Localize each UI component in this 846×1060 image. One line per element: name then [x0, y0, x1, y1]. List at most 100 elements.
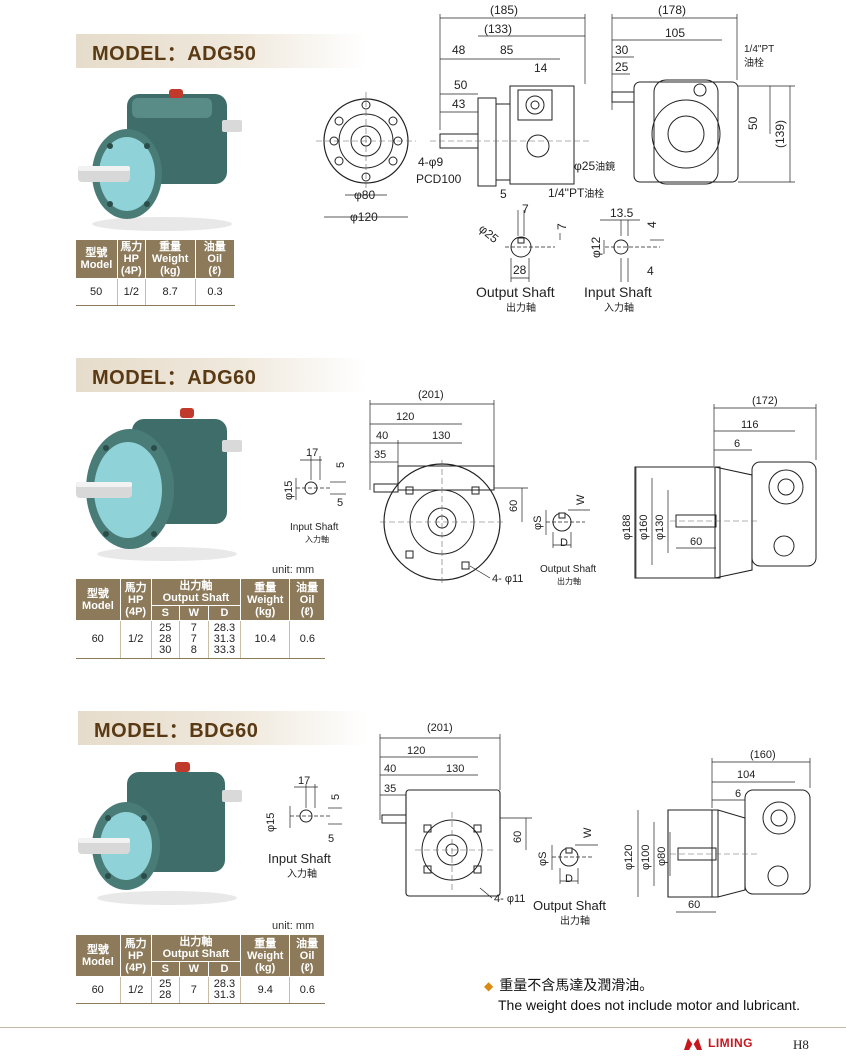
- dim-40: 40: [376, 430, 388, 442]
- dim-out-w: W: [582, 827, 594, 838]
- dim-in-17: 17: [306, 447, 318, 459]
- dim-60b: 60: [690, 536, 702, 548]
- gearbox-photo-adg50: [78, 89, 242, 231]
- dim-30: 30: [615, 43, 629, 57]
- dim-48: 48: [452, 43, 466, 57]
- model-title-adg50: MODEL：ADG50: [76, 34, 366, 68]
- dim-out-s: φS: [537, 852, 549, 866]
- dim-178: (178): [658, 3, 686, 17]
- dim-116: 116: [741, 419, 759, 431]
- dim-out-7b: 7: [555, 223, 569, 230]
- input-shaft-label-cn: 入力軸: [305, 534, 329, 544]
- dim-40: 40: [384, 763, 396, 775]
- brand-name: LIMING: [708, 1036, 753, 1050]
- weight-note-en: The weight does not include motor and lu…: [498, 997, 800, 1013]
- diamond-icon: ◆: [484, 979, 494, 993]
- page-number: H8: [793, 1037, 809, 1052]
- dim-50: 50: [454, 78, 468, 92]
- dim-dia100: φ100: [640, 845, 652, 871]
- output-shaft-label-cn: 出力軸: [506, 301, 536, 314]
- output-shaft-label-cn: 出力軸: [560, 914, 590, 927]
- output-shaft-label-cn: 出力軸: [557, 576, 581, 586]
- dim-in-5a: 5: [335, 462, 347, 468]
- dim-60: 60: [508, 500, 520, 512]
- dim-60: 60: [512, 831, 524, 843]
- dim-201: (201): [427, 722, 453, 734]
- input-shaft-label-cn: 入力軸: [287, 867, 317, 880]
- dim-dia120: φ120: [350, 210, 378, 224]
- dim-oil-plug: 1/4"PT油栓: [548, 186, 604, 200]
- dim-139: (139): [773, 120, 787, 148]
- dim-201: (201): [418, 389, 444, 401]
- dim-dia188: φ188: [621, 515, 633, 541]
- dim-120: 120: [407, 745, 425, 757]
- gearbox-photo-adg60: [76, 408, 242, 561]
- col-s: S: [150, 961, 181, 977]
- input-shaft-label-cn: 入力軸: [604, 301, 634, 314]
- output-shaft-label: Output Shaft: [476, 284, 555, 300]
- dim-out-d: D: [560, 537, 568, 549]
- dim-in-5b: 5: [328, 833, 334, 845]
- dim-dia120: φ120: [623, 845, 635, 871]
- col-d: D: [207, 605, 242, 621]
- dim-85: 85: [500, 43, 514, 57]
- drawing-bdg60: 17 5 φ15 5 Input Shaft 入力軸 (201) 120 40 …: [265, 722, 811, 927]
- dim-out-28: 28: [513, 263, 527, 277]
- col-s: S: [150, 605, 181, 621]
- unit-label-adg60: unit: mm: [272, 564, 315, 576]
- dim-6: 6: [735, 788, 741, 800]
- dim-dia130: φ130: [654, 515, 666, 541]
- model-title-adg60: MODEL：ADG60: [76, 358, 366, 392]
- dim-out-7a: 7: [522, 202, 529, 216]
- col-w: W: [179, 605, 209, 621]
- dim-in-dia: φ15: [265, 813, 277, 832]
- dim-35: 35: [374, 449, 386, 461]
- dim-43: 43: [452, 97, 466, 111]
- dim-in-4b: 4: [647, 264, 654, 278]
- dim-dia80: φ80: [354, 188, 375, 202]
- dim-pcd: PCD100: [416, 172, 462, 186]
- drawing-adg50: φ80 φ120 4-φ9 PCD100 (185) (133) 48 85 1…: [316, 3, 795, 314]
- dim-105: 105: [665, 26, 685, 40]
- dim-pt-top: 1/4"PT: [744, 44, 774, 55]
- col-d: D: [207, 961, 242, 977]
- dim-35: 35: [384, 783, 396, 795]
- dim-185: (185): [490, 3, 518, 17]
- output-shaft-label: Output Shaft: [540, 564, 596, 575]
- dim-out-s: φS: [532, 516, 544, 530]
- liming-logo-icon: [684, 1038, 702, 1050]
- dim-50-right: 50: [746, 116, 760, 130]
- output-shaft-label: Output Shaft: [533, 898, 606, 913]
- dim-130: 130: [432, 430, 450, 442]
- dim-holes: 4- φ11: [494, 893, 525, 905]
- brand-logo: LIMING: [682, 1034, 753, 1052]
- input-shaft-label: Input Shaft: [290, 522, 339, 533]
- dim-133: (133): [484, 22, 512, 36]
- dim-out-d: D: [565, 873, 573, 885]
- dim-5: 5: [500, 187, 507, 201]
- input-shaft-label: Input Shaft: [268, 851, 331, 866]
- dim-in-135: 13.5: [610, 206, 634, 220]
- footer-divider: [0, 1027, 846, 1028]
- dim-172: (172): [752, 395, 778, 407]
- dim-holes: 4-φ9: [418, 155, 443, 169]
- dim-out-w: W: [575, 494, 587, 505]
- dim-holes: 4- φ11: [492, 573, 523, 585]
- dim-14: 14: [534, 61, 548, 75]
- dim-in-17: 17: [298, 775, 310, 787]
- dim-104: 104: [737, 769, 755, 781]
- drawing-adg60: 17 5 φ15 5 Input Shaft 入力軸 (201) 120 40 …: [283, 389, 817, 586]
- table-row: 50 1/2 8.7 0.3: [75, 278, 235, 306]
